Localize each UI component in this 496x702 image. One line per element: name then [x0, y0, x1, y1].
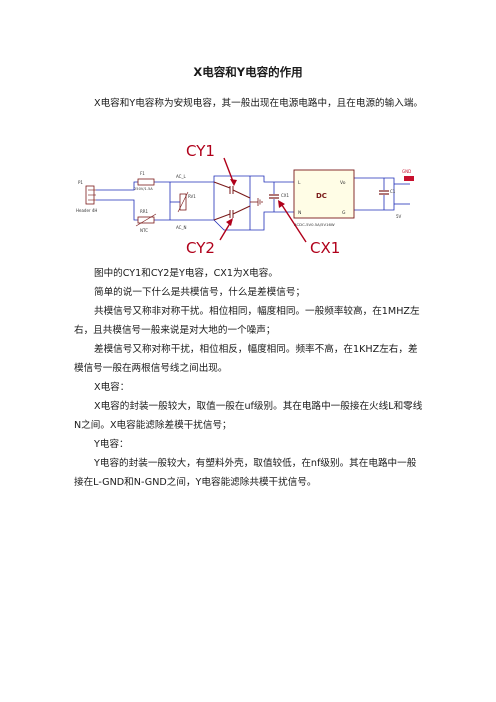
ntc-name-label: NTC [140, 228, 148, 233]
cy1-capacitor [213, 181, 251, 199]
body-paragraph: 简单的说一下什么是共模信号，什么是差模信号； [94, 287, 306, 298]
module-name-label: ACDC-5V0.5A/5V16W [294, 222, 335, 227]
module-pin-l: L [298, 180, 301, 186]
cy2-callout-text: CY2 [186, 239, 215, 257]
gnd-net: GND [402, 169, 414, 181]
acdc-module: L N Vo G DC ACDC-5V0.5A/5V16W [293, 169, 355, 227]
body-paragraph: 共模信号又称非对称干扰。相位相同，幅度相同。一般频率较高，在1MHZ左右，且共模… [74, 306, 420, 336]
fuse-f1: F1 250V/1.5A [134, 171, 155, 191]
cx1-capacitor: CX1 [269, 182, 290, 212]
connector-name-label: Header 4H [76, 208, 97, 213]
cy2-callout: CY2 [186, 218, 233, 257]
output-capacitor: C1 [379, 178, 396, 210]
body-paragraph: 图中的CY1和CY2是Y电容，CX1为X电容。 [94, 268, 278, 279]
svg-text:DC: DC [316, 192, 327, 200]
connector-p1: P1 Header 4H [76, 180, 97, 213]
cx1-callout-text: CX1 [310, 239, 340, 257]
body-paragraph: Y电容的封装一般较大，有塑料外壳，取值较低，在nf级别。其在电路中一般接在L-G… [74, 458, 417, 488]
gnd-net-label: GND [402, 169, 411, 174]
page-title: X电容和Y电容的作用 [193, 65, 303, 79]
cx1-small-label: CX1 [281, 193, 290, 198]
body-paragraph: X电容的封装一般较大，取值一般在uf级别。其在电路中一般接在火线L和零线N之间。… [74, 401, 423, 431]
section-heading-x: X电容： [94, 382, 130, 393]
module-pin-gnd: G [342, 210, 346, 216]
section-heading-y: Y电容： [94, 439, 129, 450]
module-pin-n: N [298, 210, 301, 216]
body-paragraph: 差模信号又称对称干扰，相位相反，幅度相同。频率不高，在1KHZ左右，差模信号一般… [74, 344, 418, 374]
output-cap-label: C1 [390, 189, 396, 194]
ntc-ref-label: RR1 [140, 209, 149, 214]
vout-label: 5V [396, 214, 402, 219]
ntc-rr1: RR1 NTC [135, 209, 157, 233]
earth-icon [250, 198, 263, 206]
intro-paragraph: X电容和Y电容称为安规电容，其一般出现在电源电路中，且在电源的输入端。 [94, 98, 424, 109]
fuse-ref-label: F1 [140, 171, 145, 176]
fuse-value-label: 250V/1.5A [134, 187, 153, 191]
module-pin-vo: Vo [340, 180, 346, 186]
ac-n-label: AC_N [176, 225, 186, 230]
varistor-rv1: RV1 [170, 191, 196, 213]
cy2-capacitor [213, 205, 251, 221]
schematic-figure: P1 Header 4H F1 250V/1.5A RR1 NTC [74, 140, 420, 260]
ac-l-label: AC_L [176, 174, 186, 179]
cy1-callout: CY1 [186, 142, 237, 186]
varistor-label: RV1 [188, 194, 196, 199]
cy1-callout-text: CY1 [186, 142, 215, 160]
connector-ref-label: P1 [78, 180, 83, 185]
cx1-callout: CX1 [278, 200, 340, 257]
